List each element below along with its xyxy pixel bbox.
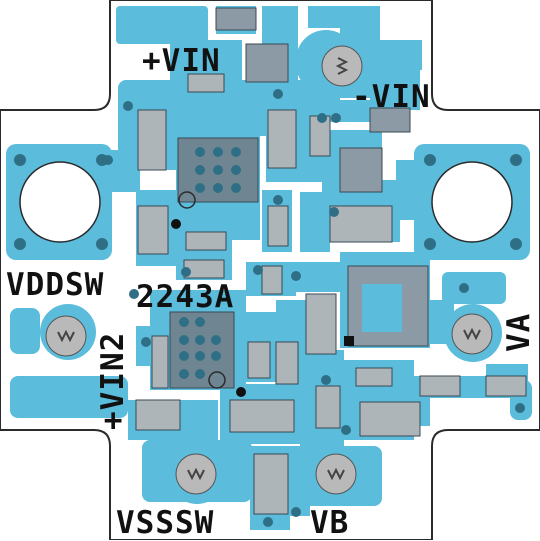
label-vddsw: VDDSW — [6, 267, 105, 303]
ic-center — [169, 311, 246, 397]
label-va: VA — [501, 312, 537, 352]
vias — [103, 89, 525, 527]
screw-vsssw — [175, 453, 217, 495]
label-vb: VB — [310, 505, 350, 541]
label-vin2-plus: +VIN2 — [95, 331, 131, 430]
ic-right — [344, 265, 429, 347]
label-vin-minus: -VIN — [352, 79, 431, 115]
screw-vin — [321, 45, 363, 87]
screw-vb — [315, 453, 357, 495]
connector-right — [424, 154, 522, 250]
smd-components — [135, 7, 527, 515]
label-vsssw: VSSSW — [116, 505, 215, 541]
label-part-number: 2243A — [136, 279, 235, 315]
label-vin-plus: +VIN — [142, 43, 221, 79]
screw-va — [451, 313, 493, 355]
screw-vddsw — [45, 315, 87, 357]
ic-top — [171, 137, 259, 229]
